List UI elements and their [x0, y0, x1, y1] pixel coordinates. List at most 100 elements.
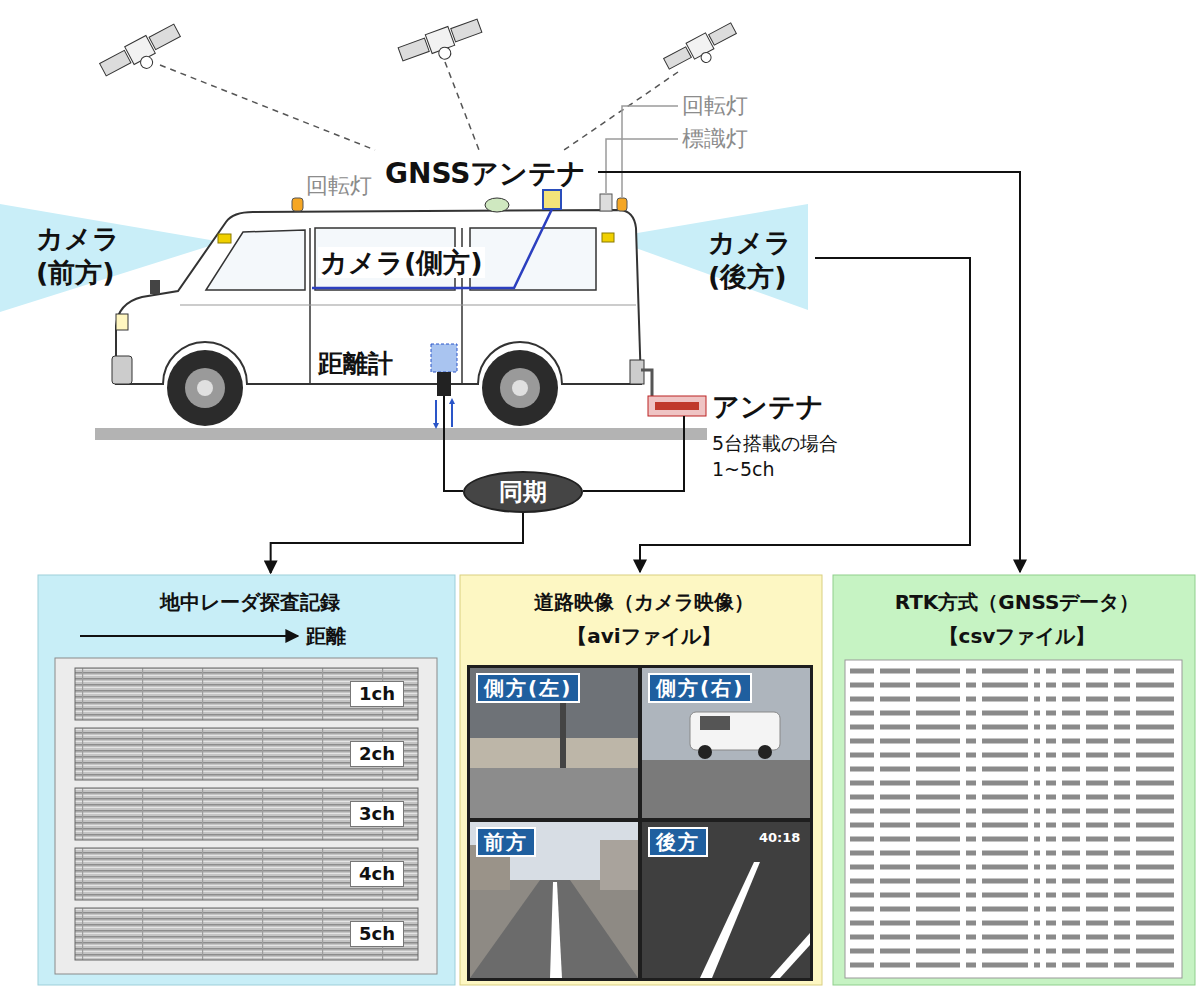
video-frame [467, 665, 813, 981]
radar-antenna [648, 396, 706, 416]
panel-subtitle: 【csvファイル】 [833, 623, 1200, 649]
radar-strip [75, 908, 418, 960]
satellite-signal [160, 65, 375, 150]
leader-line [622, 106, 678, 197]
video-image [600, 840, 638, 890]
satellite [397, 16, 486, 73]
video-image [560, 700, 566, 768]
video-image [642, 668, 810, 760]
sync-wire [444, 396, 463, 491]
road-surface [95, 428, 707, 440]
sync-text: 同期 [499, 478, 547, 506]
label-box: アンテナ [712, 390, 824, 424]
satellite-dish [437, 45, 452, 60]
video-image [550, 882, 562, 978]
wheel-hub [500, 368, 540, 408]
panel-title: 地中レーダ探査記録 [38, 589, 461, 615]
label-box: 5台搭載の場合 1~5ch [712, 430, 862, 482]
label-box: 回転灯 [682, 92, 748, 120]
solar-panel [149, 24, 180, 50]
label-box: 距離計 [316, 348, 395, 380]
solar-panel [451, 19, 482, 42]
side-camera [543, 190, 561, 209]
panel-ground [38, 575, 455, 985]
camera-view-cell: 後方 [642, 822, 810, 978]
video-image [470, 768, 638, 818]
body-crease [180, 305, 636, 306]
side-camera-leader [312, 209, 552, 288]
wheel-hub [185, 368, 225, 408]
channel-label: 3ch [350, 801, 404, 827]
video-image [700, 716, 730, 730]
channel-label: 4ch [350, 861, 404, 887]
van-window [470, 228, 596, 290]
radar-strip [75, 788, 418, 840]
label-box: カメラ(側方) [318, 246, 485, 280]
wheel [482, 350, 558, 426]
label-box: GNSSアンテナ [385, 157, 587, 191]
part-label: 距離計 [316, 349, 395, 378]
csv-table [845, 660, 1182, 978]
radar-strip [75, 728, 418, 780]
camera-view-cell: 側方(左) [470, 668, 638, 818]
view-tag: 側方(右) [648, 673, 752, 703]
video-data-arrow [640, 258, 970, 572]
headlight [116, 314, 128, 330]
solar-panel [398, 38, 429, 61]
gnss-antenna [485, 198, 509, 212]
part-label: 回転灯 [682, 93, 748, 118]
panel-title: 道路映像（カメラ映像） [460, 589, 828, 615]
sync-oval: 同期 [463, 471, 583, 513]
label-box: 40:18 [758, 827, 801, 846]
radar-channel-strip: 3ch [75, 788, 418, 840]
csv-rows [850, 664, 1178, 972]
part-label: カメラ (前方) [36, 223, 120, 288]
part-label: カメラ (後方) [708, 227, 792, 292]
channel-label: 2ch [350, 741, 404, 767]
satellite-dish [699, 51, 713, 65]
rotating-light [292, 198, 303, 211]
distance-arrow [80, 635, 298, 637]
channel-label: 5ch [350, 921, 404, 947]
video-image [690, 712, 780, 750]
video-image [770, 933, 810, 978]
distance-meter [431, 344, 457, 372]
view-tag: 側方(左) [476, 673, 580, 703]
satellite-dish [138, 54, 154, 70]
flow-arrow [271, 513, 523, 573]
signal-arrow [451, 404, 453, 427]
video-image [470, 880, 638, 978]
panel-title: RTK方式（GNSSデータ） [833, 589, 1200, 615]
van-window [206, 230, 305, 290]
camera-view-cell: 側方(右) [642, 668, 810, 818]
radar-antenna-face [655, 402, 699, 410]
view-tag: 後方 [648, 827, 708, 857]
radar-channel-strip: 4ch [75, 848, 418, 900]
video-image [470, 738, 638, 768]
antenna-bracket [641, 370, 652, 396]
label-box: 回転灯 [306, 172, 372, 200]
part-label: GNSSアンテナ [385, 157, 587, 190]
signal-arrowhead [433, 423, 439, 429]
output-panel: RTK方式（GNSSデータ） 【csvファイル】 [833, 575, 1200, 985]
output-panel: 地中レーダ探査記録距離1ch2ch3ch4ch5ch [38, 575, 461, 985]
satellite-signal [445, 62, 479, 150]
satellite [662, 20, 742, 80]
label-box: 標識灯 [682, 125, 748, 153]
solar-panel [709, 23, 737, 45]
wheel-cap [512, 380, 528, 396]
signal-arrow [435, 400, 437, 423]
note-text: 5台搭載の場合 1~5ch [712, 432, 838, 480]
side-mirror [150, 280, 160, 294]
solar-panel [664, 47, 692, 69]
radar-strip [75, 848, 418, 900]
front-bumper [112, 356, 132, 384]
label-box: カメラ (前方) [36, 222, 136, 290]
video-image [700, 862, 760, 978]
front-camera [218, 234, 231, 243]
part-label: アンテナ [712, 391, 824, 422]
sign-light [600, 194, 612, 211]
part-label: 標識灯 [682, 126, 748, 151]
